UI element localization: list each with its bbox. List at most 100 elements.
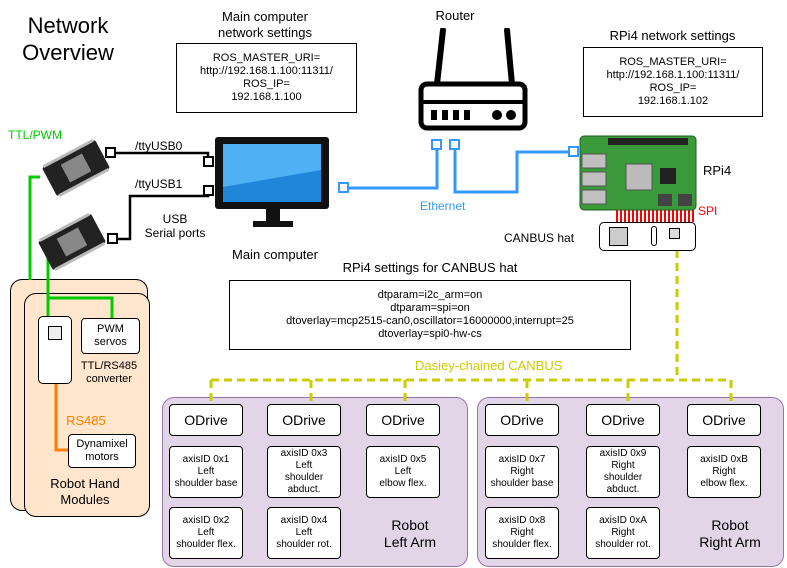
router-port-2 [449,139,460,150]
usb0-label: /ttyUSB0 [135,139,183,153]
axis-id: axisID 0xB [700,454,748,465]
daisy-chain-label: Dasiey-chained CANBUS [415,358,563,373]
canbus-settings-line: dtparam=spi=on [390,302,470,314]
main-computer-heading-line2: network settings [218,25,312,40]
hand-modules-label: Robot Hand Modules [30,476,140,508]
rpi4-settings-line: ROS_IP= [649,82,697,94]
main-computer-settings-box: ROS_MASTER_URI= http://192.168.1.100:113… [176,43,357,113]
main-settings-line: http://192.168.1.100:11311/ [200,65,333,77]
dynamixel-line2: motors [85,451,119,463]
axis-joint: shoulder rot. [595,539,651,550]
odrive-left-1: ODrive [169,404,243,436]
esp1-port [105,147,116,158]
esp2-port [107,233,118,244]
axis-joint: shoulder flex. [492,539,552,550]
converter-label: TTL/RS485 converter [74,360,144,386]
axis-side: Left [295,460,313,471]
axis-id: axisID 0x8 [498,515,546,526]
axis-id: axisID 0x5 [379,454,427,465]
ttl-line-1 [28,175,40,280]
spi-label: SPI [698,204,718,218]
canbus-hat-crystal [651,226,657,246]
router-port-1 [431,139,442,150]
ethernet-line-rpi [453,147,573,194]
esp-board-icon-2 [38,212,106,272]
odrive-right-1: ODrive [485,404,559,436]
axis-id: axisID 0xA [599,515,647,526]
canbus-hat-chip [609,227,628,246]
rs485-line [54,384,68,452]
axis-left-0x1: axisID 0x1 Left shoulder base [169,446,243,498]
axis-joint: elbow flex. [379,478,427,489]
axis-side: Right [712,466,736,477]
usb1-port [203,185,214,196]
axis-side: Left [394,466,412,477]
usb0-cable [110,151,210,160]
axis-side: Right [510,466,534,477]
axis-side: Left [197,466,215,477]
rs485-label: RS485 [66,413,106,428]
right-arm-line2: Right Arm [699,534,761,550]
canbus-settings-line: dtparam=i2c_arm=on [377,289,483,301]
serial-ports-line2: Serial ports [144,226,206,240]
rpi-eth-port [568,146,579,157]
left-arm-line2: Left Arm [383,534,437,550]
axis-left-0x2: axisID 0x2 Left shoulder flex. [169,507,243,559]
axis-right-0xB: axisID 0xB Right elbow flex. [687,446,761,498]
odrive-right-2: ODrive [586,404,660,436]
main-settings-line: ROS_MASTER_URI= [212,52,321,64]
axis-side: Right [510,527,534,538]
odrive-left-3: ODrive [366,404,440,436]
axis-id: axisID 0x2 [182,515,230,526]
axis-id: axisID 0x1 [182,454,230,465]
esp-board-icon-1 [42,138,110,198]
axis-right-0x8: axisID 0x8 Right shoulder flex. [485,507,559,559]
axis-right-0x7: axisID 0x7 Right shoulder base [485,446,559,498]
rpi4-board-icon [579,135,697,211]
rpi4-settings-heading: RPi4 network settings [609,28,736,43]
ethernet-line-main [344,147,439,190]
canbus-settings-box: dtparam=i2c_arm=on dtparam=spi=on dtover… [229,280,631,350]
axis-id: axisID 0x9 [599,448,647,459]
pwm-servos-line2: servos [94,336,127,348]
converter-line1: TTL/RS485 [80,360,138,372]
axis-side: Left [295,527,313,538]
main-computer-heading-line1: Main computer [222,9,308,24]
rpi4-settings-line: 192.168.1.102 [637,95,709,107]
axis-right-0x9: axisID 0x9 Right shoulder abduct. [586,446,660,498]
main-settings-line: 192.168.1.100 [231,91,302,103]
axis-left-0x4: axisID 0x4 Left shoulder rot. [267,507,341,559]
axis-joint: shoulder flex. [176,539,236,550]
canbus-hat-connector [669,228,680,239]
rpi4-label: RPi4 [703,163,732,178]
dynamixel-box: Dynamixel motors [68,434,136,468]
converter-chip [48,326,62,340]
right-arm-label: Robot Right Arm [680,517,780,551]
canbus-settings-line: dtoverlay=spi0-hw-cs [378,328,482,340]
canbus-settings-heading: RPi4 settings for CANBUS hat [342,260,518,275]
hand-modules-line2: Modules [60,492,110,507]
router-icon [418,28,528,131]
pwm-servos-box: PWM servos [81,318,140,354]
router-label: Router [435,8,475,23]
serial-ports-line1: USB [162,212,188,226]
main-settings-line: ROS_IP= [243,78,290,90]
rpi4-settings-box: ROS_MASTER_URI= http://192.168.1.100:113… [583,47,763,117]
axis-side: Right [611,460,635,471]
right-arm-line1: Robot [711,517,749,533]
axis-joint: shoulder base [490,478,554,489]
axis-side: Right [611,527,635,538]
left-arm-label: Robot Left Arm [360,517,460,551]
axis-id: axisID 0x4 [280,515,328,526]
axis-id: axisID 0x3 [280,448,328,459]
page-title: Network Overview [22,13,114,65]
serial-ports-label: USB Serial ports [135,212,215,240]
axis-joint: shoulder abduct. [284,472,324,495]
axis-joint: shoulder rot. [276,539,332,550]
rpi4-settings-line: ROS_MASTER_URI= [619,56,727,68]
dynamixel-line1: Dynamixel [76,438,128,450]
usb1-label: /ttyUSB1 [135,177,183,191]
canbus-settings-line: dtoverlay=mcp2515-can0,oscillator=160000… [286,315,574,327]
ttl-pwm-label: TTL/PWM [8,128,62,142]
odrive-left-2: ODrive [267,404,341,436]
